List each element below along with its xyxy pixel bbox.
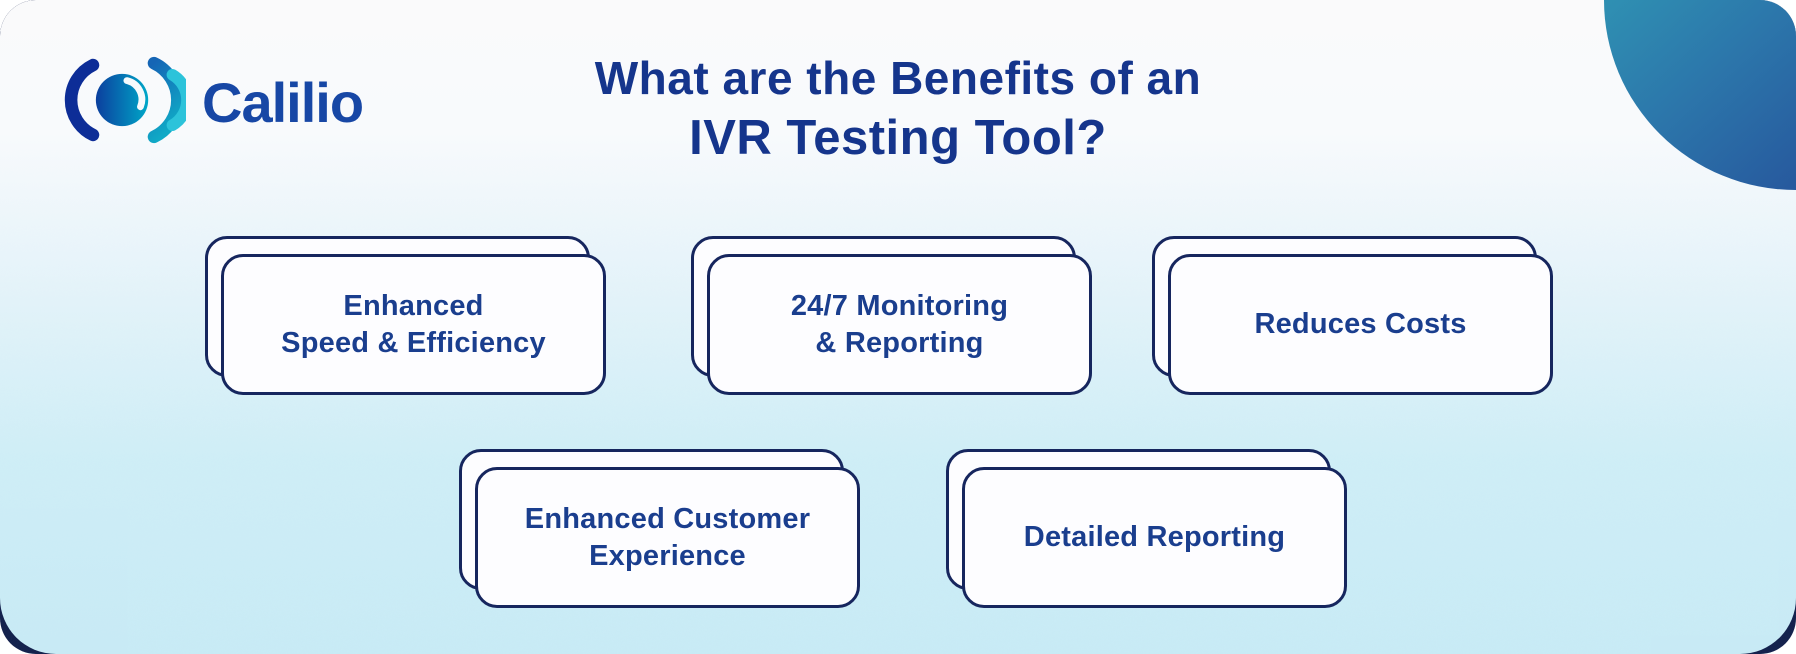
benefit-card-detailed-reporting: Detailed Reporting	[962, 467, 1347, 608]
title-line-1: What are the Benefits of an	[594, 52, 1202, 104]
brand-name: Calilio	[202, 71, 364, 134]
page-title: What are the Benefits of an IVR Testing …	[0, 52, 1796, 166]
card-label-line: & Reporting	[815, 326, 984, 359]
benefit-card-reduces-costs: Reduces Costs	[1168, 254, 1553, 395]
card-label-line: Speed & Efficiency	[281, 326, 546, 359]
card-label-line: Reduces Costs	[1254, 308, 1467, 341]
card-label-line: Enhanced	[343, 289, 484, 322]
benefit-card-monitoring-reporting: 24/7 Monitoring & Reporting	[707, 254, 1092, 395]
benefit-card-speed-efficiency: Enhanced Speed & Efficiency	[221, 254, 606, 395]
card-label-line: Enhanced Customer	[524, 502, 811, 535]
calilio-soundwave-icon	[64, 56, 186, 144]
calilio-logo: Calilio	[60, 54, 364, 146]
title-line-2: IVR Testing Tool?	[689, 110, 1107, 165]
benefit-card-customer-experience: Enhanced Customer Experience	[475, 467, 860, 608]
card-label-line: Experience	[589, 539, 746, 572]
card-label-line: 24/7 Monitoring	[790, 289, 1009, 322]
card-label-line: Detailed Reporting	[1023, 521, 1286, 554]
